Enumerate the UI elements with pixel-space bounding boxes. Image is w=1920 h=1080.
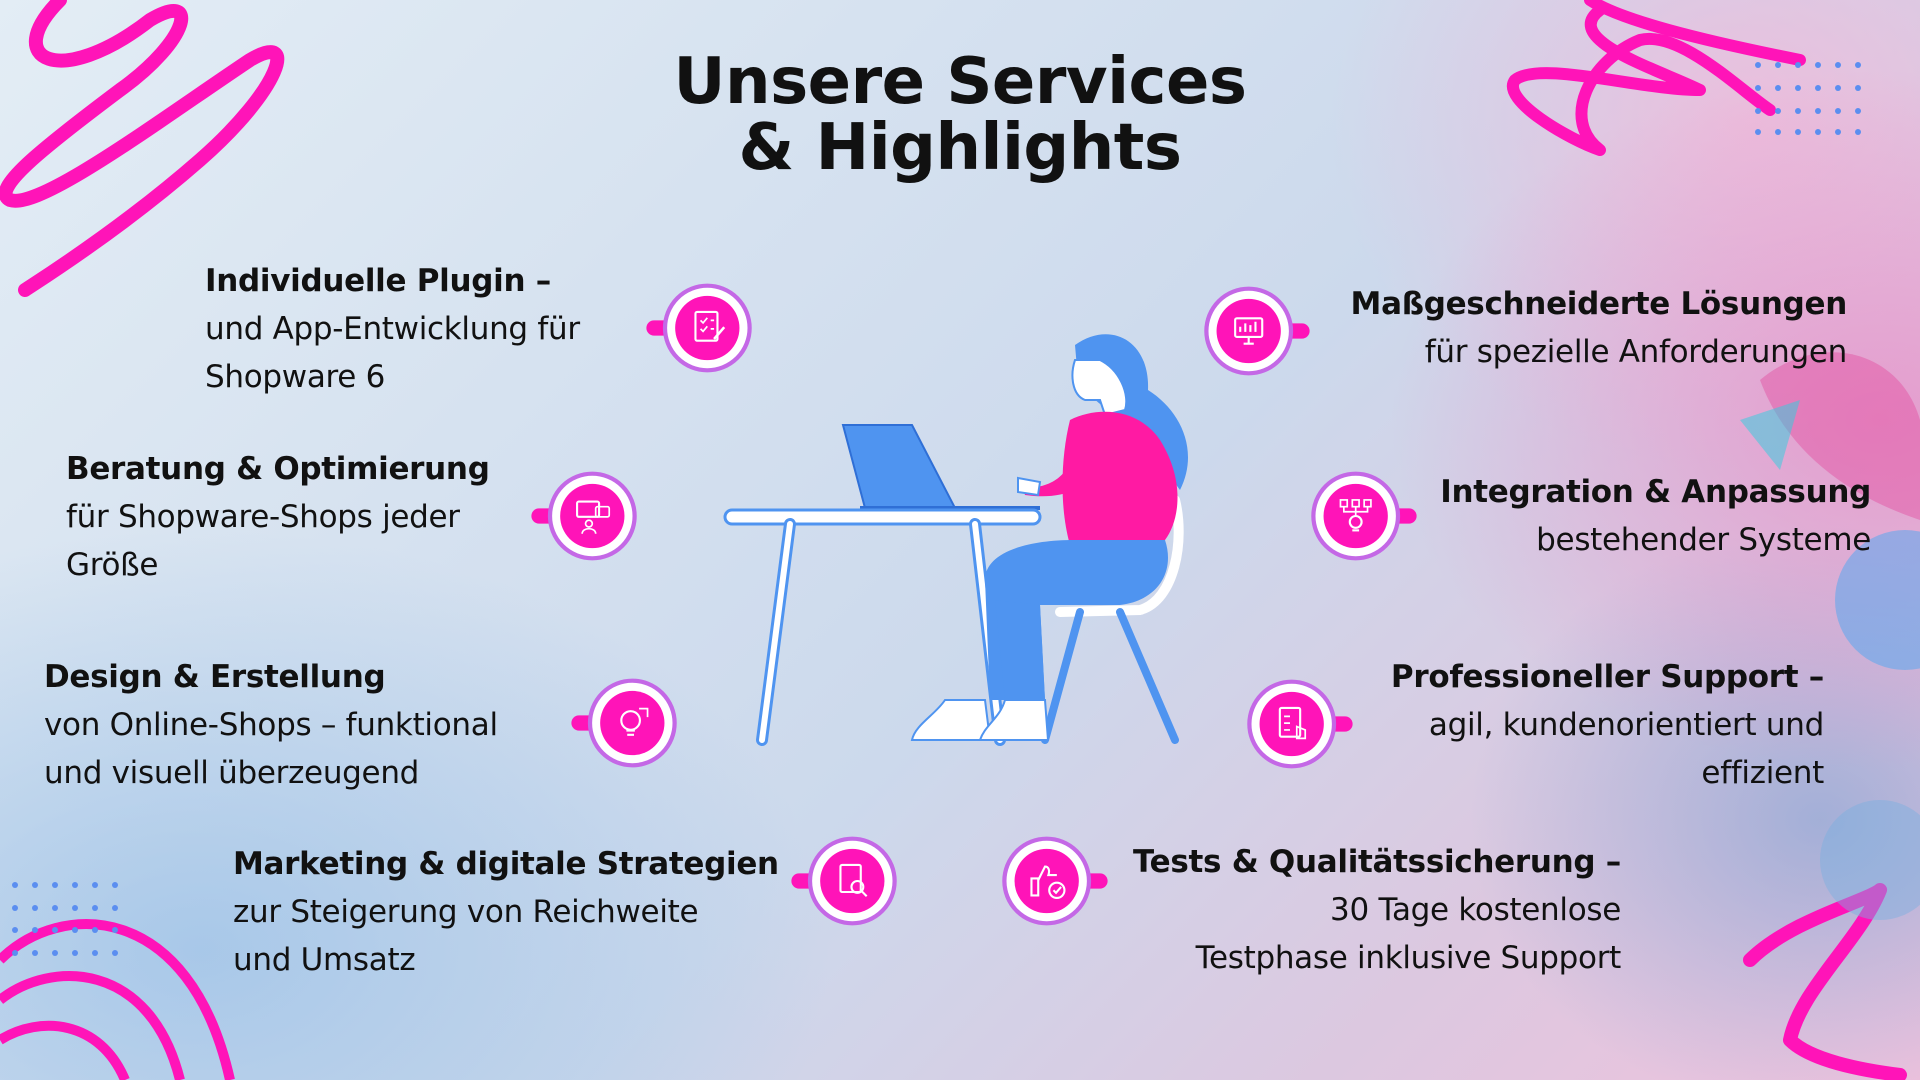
service-consulting: Beratung & Optimierung für Shopware-Shop… (66, 445, 490, 589)
network-idea-icon (1311, 471, 1417, 561)
page-title: Unsere Services & Highlights (560, 50, 1360, 182)
pink-scribble-bottom-right (1743, 883, 1907, 1080)
service-line: und visuell überzeugend (44, 755, 420, 791)
monitor-chart-icon (1204, 286, 1310, 376)
service-line: zur Steigerung von Reichweite (233, 894, 699, 930)
service-heading: Beratung & Optimierung (66, 451, 490, 487)
service-testing: Tests & Qualitätssicherung – 30 Tage kos… (1133, 838, 1621, 982)
service-line: und App-Entwicklung für (205, 311, 580, 347)
title-line-1: Unsere Services (673, 45, 1247, 119)
service-support: Professioneller Support – agil, kundenor… (1391, 653, 1824, 797)
service-line: bestehender Systeme (1536, 522, 1871, 558)
service-line: 30 Tage kostenlose (1330, 892, 1621, 928)
service-line: Größe (66, 547, 159, 583)
lightbulb-design-icon (571, 678, 677, 768)
service-heading: Integration & Anpassung (1440, 474, 1871, 510)
consulting-chat-icon (531, 471, 637, 561)
service-marketing: Marketing & digitale Strategien zur Stei… (233, 840, 779, 984)
pink-scribble-top-right (1507, 0, 1806, 156)
pink-scribble-top-left (0, 0, 285, 297)
clipboard-checklist-icon (646, 283, 752, 373)
service-heading: Individuelle Plugin – (205, 263, 551, 299)
service-line: für spezielle Anforderungen (1424, 334, 1848, 370)
service-plugin-development: Individuelle Plugin – und App-Entwicklun… (205, 257, 580, 401)
laptop-icon (841, 424, 957, 509)
dot-grid-bottom-left (12, 882, 118, 956)
pink-arcs-bottom-left (0, 919, 235, 1080)
service-heading: Marketing & digitale Strategien (233, 846, 779, 882)
service-heading: Maßgeschneiderte Lösungen (1350, 286, 1848, 322)
service-heading: Design & Erstellung (44, 659, 386, 695)
service-line: und Umsatz (233, 942, 416, 978)
dot-grid-top-right (1755, 62, 1861, 135)
document-search-icon (791, 836, 897, 926)
service-design: Design & Erstellung von Online-Shops – f… (44, 653, 498, 797)
service-line: von Online-Shops – funktional (44, 707, 498, 743)
service-line: Shopware 6 (205, 359, 386, 395)
service-integration: Integration & Anpassung bestehender Syst… (1440, 468, 1871, 564)
service-heading: Tests & Qualitätssicherung – (1132, 844, 1621, 880)
support-document-icon (1247, 679, 1353, 769)
title-line-2: & Highlights (738, 111, 1182, 185)
service-line: agil, kundenorientiert und (1428, 707, 1824, 743)
thumbs-up-check-icon (1002, 836, 1108, 926)
right-side-abstract-shapes (1740, 352, 1920, 920)
service-line: für Shopware-Shops jeder (66, 499, 460, 535)
service-line: effizient (1701, 755, 1824, 791)
service-custom-solutions: Maßgeschneiderte Lösungen für spezielle … (1350, 280, 1848, 376)
service-line: Testphase inklusive Support (1195, 940, 1622, 976)
service-heading: Professioneller Support – (1390, 659, 1824, 695)
